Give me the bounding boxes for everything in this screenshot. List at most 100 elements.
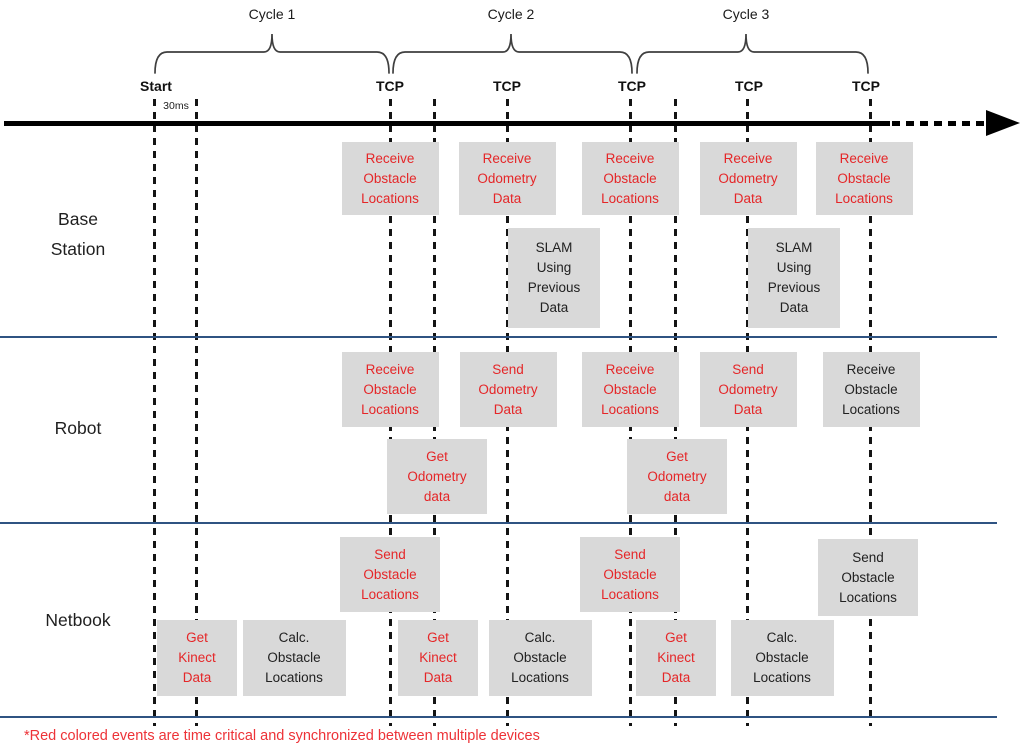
event-box-text-line: Obstacle xyxy=(603,381,657,397)
event-box-text-line: Locations xyxy=(601,190,659,206)
timeline-arrowhead-icon xyxy=(986,110,1020,136)
event-box-text-line: Locations xyxy=(361,190,419,206)
event-box-text-line: Get xyxy=(665,630,687,645)
tcp-label: TCP xyxy=(852,78,880,94)
event-box-text-line: Obstacle xyxy=(363,170,417,186)
event-box-text-line: Odometry xyxy=(477,170,537,186)
event-box-text-line: Get xyxy=(186,630,208,645)
event-box-text-line: Obstacle xyxy=(513,650,567,665)
cycle-brace xyxy=(636,33,869,74)
event-box-text-line: Locations xyxy=(361,401,419,417)
event-box-text-line: Receive xyxy=(605,150,655,166)
event-box-text-line: Receive xyxy=(365,361,415,377)
cycle-brace xyxy=(392,33,633,74)
event-box-text-line: Locations xyxy=(361,586,419,602)
tcp-label: TCP xyxy=(493,78,521,94)
lane-label-netbook: Netbook xyxy=(10,605,146,635)
event-box-text-line: Data xyxy=(423,670,453,685)
lane-divider-line xyxy=(0,716,997,718)
lane-divider-line xyxy=(0,336,997,338)
tcp-label: TCP xyxy=(735,78,763,94)
event-box-text-line: Data xyxy=(492,190,522,206)
lane-label-robot: Robot xyxy=(10,413,146,443)
event-box-text-line: Locations xyxy=(265,670,323,685)
event-box-text-line: Send xyxy=(374,546,406,562)
event-box-text-line: Calc. xyxy=(278,630,310,645)
event-box-text-line: Receive xyxy=(723,150,773,166)
event-box-text-line: Using xyxy=(536,260,572,275)
interval-30ms-label: 30ms xyxy=(163,100,189,112)
event-box-text-line: Data xyxy=(733,190,763,206)
event-box-text-line: data xyxy=(663,488,691,504)
event-box-text-line: Send xyxy=(852,549,884,565)
event-box-text-line: Get xyxy=(426,448,448,464)
event-box-text-line: Send xyxy=(492,361,524,377)
event-box-text-line: Data xyxy=(493,401,523,417)
event-box-text-line: Locations xyxy=(601,586,659,602)
event-box-text-line: Obstacle xyxy=(363,381,417,397)
event-box-text-line: Obstacle xyxy=(363,566,417,582)
event-box-text-line: Obstacle xyxy=(841,569,895,585)
event-box-text-line: Odometry xyxy=(647,468,707,484)
event-box-text-line: Data xyxy=(779,300,809,315)
lane-label-line: Station xyxy=(50,239,106,259)
lane-divider-line xyxy=(0,522,997,524)
event-box-text-line: Receive xyxy=(846,361,896,377)
event-box-text-line: Obstacle xyxy=(603,170,657,186)
event-box-text-line: Send xyxy=(732,361,764,377)
cycle-braces xyxy=(154,33,869,74)
legend-note: *Red colored events are time critical an… xyxy=(24,728,540,744)
event-box-text-line: Using xyxy=(776,260,812,275)
event-box-text-line: Get xyxy=(427,630,449,645)
event-box-text-line: Kinect xyxy=(178,650,216,665)
event-box-text-line: Calc. xyxy=(524,630,556,645)
timeline-axis-dotted-continuation xyxy=(892,121,986,126)
event-box-text-line: Odometry xyxy=(718,170,778,186)
event-box-text-line: Obstacle xyxy=(844,381,898,397)
event-box-text-line: Previous xyxy=(527,280,581,295)
event-box-text-line: Odometry xyxy=(407,468,467,484)
cycle-label: Cycle 1 xyxy=(248,6,296,22)
dashed-time-line xyxy=(194,99,198,726)
event-box-text-line: Send xyxy=(614,546,646,562)
event-box-text-line: Receive xyxy=(482,150,532,166)
lane-label-line: Netbook xyxy=(45,610,111,630)
event-box-text-line: Data xyxy=(182,670,212,685)
event-box-text-line: Calc. xyxy=(766,630,798,645)
event-box-text-line: Locations xyxy=(842,401,900,417)
event-box-text-line: Obstacle xyxy=(267,650,321,665)
cycle-label: Cycle 3 xyxy=(722,6,770,22)
event-box-text-line: Locations xyxy=(839,589,897,605)
event-box-text-line: Receive xyxy=(365,150,415,166)
event-box-text-line: Kinect xyxy=(419,650,457,665)
event-box-text-line: Locations xyxy=(511,670,569,685)
start-label: Start xyxy=(140,78,172,94)
event-box-text-line: SLAM xyxy=(535,240,573,255)
lane-label-line: Robot xyxy=(54,418,102,438)
tcp-label: TCP xyxy=(376,78,404,94)
event-box-text-line: Kinect xyxy=(657,650,695,665)
dashed-time-line xyxy=(152,99,156,726)
event-box-text-line: SLAM xyxy=(775,240,813,255)
event-box-text-line: Get xyxy=(666,448,688,464)
event-box-text-line: Obstacle xyxy=(603,566,657,582)
